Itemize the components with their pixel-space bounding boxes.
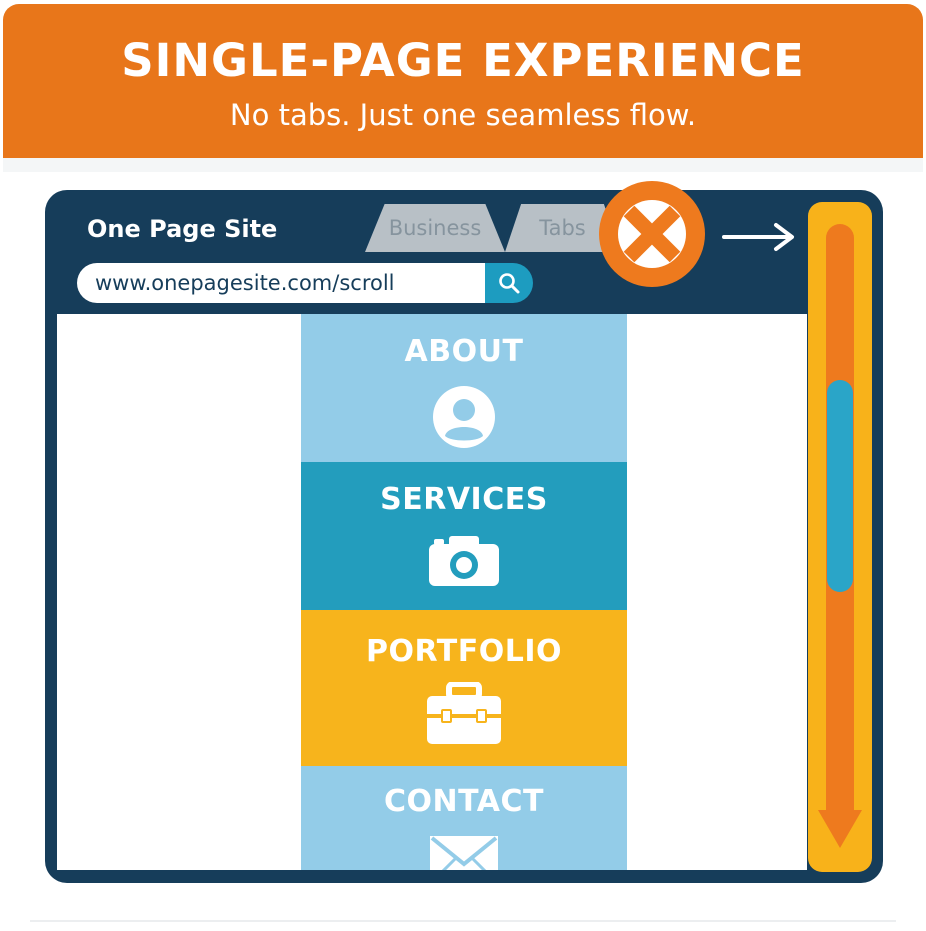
header-banner: SINGLE-PAGE EXPERIENCE No tabs. Just one…: [3, 4, 923, 158]
section-stack: ABOUT SERVICES PORTFOLIO: [301, 314, 627, 870]
envelope-icon: [430, 836, 498, 870]
scroll-thumb[interactable]: [827, 380, 853, 592]
banner-title: SINGLE-PAGE EXPERIENCE: [121, 34, 805, 87]
tab-business[interactable]: Business: [365, 204, 505, 252]
section-label: PORTFOLIO: [366, 634, 562, 669]
user-icon: [433, 386, 495, 448]
tab-one-page-site[interactable]: One Page Site: [87, 215, 278, 243]
arrow-down-icon[interactable]: [816, 808, 864, 850]
search-button[interactable]: [485, 263, 533, 303]
browser-window: One Page Site Business Tabs www.onepages…: [45, 181, 883, 883]
section-label: ABOUT: [404, 334, 524, 369]
briefcase-icon: [427, 682, 501, 744]
banner-subtitle: No tabs. Just one seamless flow.: [229, 98, 697, 132]
page-content[interactable]: ABOUT SERVICES PORTFOLIO: [57, 314, 807, 870]
section-contact[interactable]: CONTACT: [301, 766, 627, 870]
section-about[interactable]: ABOUT: [301, 314, 627, 462]
arrow-right-icon: [722, 223, 794, 251]
search-icon: [499, 273, 520, 294]
section-label: SERVICES: [380, 482, 548, 517]
banner-shadow: [3, 158, 923, 172]
vertical-scrollbar[interactable]: [808, 202, 872, 872]
section-services[interactable]: SERVICES: [301, 462, 627, 610]
section-label: CONTACT: [384, 784, 544, 819]
camera-icon: [429, 536, 499, 586]
close-circle-icon: [599, 181, 705, 287]
divider: [30, 920, 896, 922]
address-bar[interactable]: www.onepagesite.com/scroll: [77, 263, 485, 303]
section-portfolio[interactable]: PORTFOLIO: [301, 610, 627, 766]
